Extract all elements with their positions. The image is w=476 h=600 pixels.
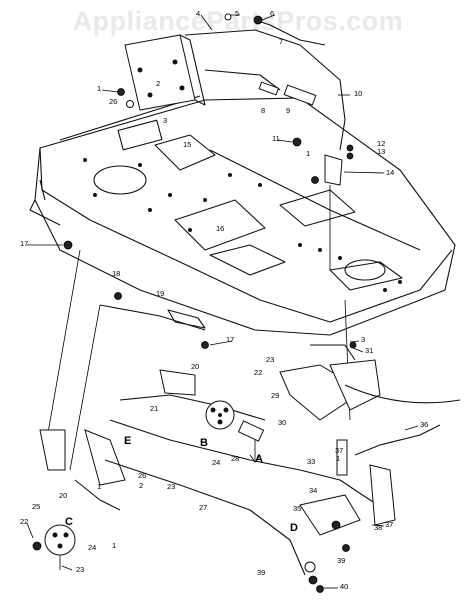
callout-12: 12 — [377, 139, 385, 148]
callout-34: 34 — [309, 486, 317, 495]
callout-5: 5 — [235, 9, 239, 18]
callout-38: 38 — [374, 523, 382, 532]
callout-40: 40 — [340, 582, 348, 591]
callout-C: C — [65, 516, 73, 528]
callout-26: 26 — [138, 471, 146, 480]
right-bracket — [279, 344, 461, 421]
hardware-nuts — [63, 13, 357, 349]
callout-D: D — [290, 522, 298, 534]
left-arm — [32, 429, 126, 570]
callout-1: 1 — [97, 482, 101, 491]
frame-holes — [83, 158, 402, 292]
callout-E: E — [124, 435, 131, 447]
callout-31: 31 — [365, 346, 373, 355]
callout-24: 24 — [212, 458, 220, 467]
callout-3: 3 — [361, 335, 365, 344]
rear-link-rod — [99, 304, 206, 331]
callout-26: 26 — [109, 97, 117, 106]
callout-15: 15 — [183, 140, 191, 149]
callout-39: 39 — [337, 556, 345, 565]
callout-19: 19 — [156, 289, 164, 298]
callout-22: 22 — [20, 517, 28, 526]
callout-11: 11 — [272, 134, 280, 143]
chassis-frame — [29, 95, 456, 336]
callout-28: 28 — [231, 454, 239, 463]
callout-A: A — [255, 453, 263, 465]
leader-lines — [26, 14, 419, 589]
right-lever — [299, 424, 441, 593]
lift-lever-rod — [184, 19, 346, 186]
callout-29: 29 — [271, 391, 279, 400]
callout-1: 1 — [306, 149, 310, 158]
callout-30: 30 — [278, 418, 286, 427]
callout-4: 4 — [196, 9, 200, 18]
callout-3: 3 — [163, 116, 167, 125]
callout-13: 13 — [377, 147, 385, 156]
callout-2: 2 — [156, 79, 160, 88]
callout-23: 23 — [76, 565, 84, 574]
callout-33: 33 — [307, 457, 315, 466]
callout-1: 1 — [97, 84, 101, 93]
callout-1: 1 — [112, 541, 116, 550]
callout-7: 7 — [279, 37, 283, 46]
callout-23: 23 — [167, 482, 175, 491]
callout-20: 20 — [59, 491, 67, 500]
callout-16: 16 — [216, 224, 224, 233]
callout-25: 25 — [32, 502, 40, 511]
callout-17: 17 — [20, 239, 28, 248]
callout-17: 17 — [226, 335, 234, 344]
callout-14: 14 — [386, 168, 394, 177]
callout-27: 27 — [199, 503, 207, 512]
callout-37: 37 — [385, 520, 393, 529]
center-pivot — [109, 369, 301, 471]
callout-6: 6 — [270, 9, 274, 18]
callout-8: 8 — [261, 106, 265, 115]
callout-10: 10 — [354, 89, 362, 98]
callout-23: 23 — [266, 355, 274, 364]
callout-1: 1 — [336, 454, 340, 463]
callout-9: 9 — [286, 106, 290, 115]
callout-18: 18 — [112, 269, 120, 278]
callout-21: 21 — [150, 404, 158, 413]
callout-2: 2 — [139, 481, 143, 490]
draw-rod — [104, 459, 306, 576]
callout-37: 37 — [335, 446, 343, 455]
callout-39: 39 — [257, 568, 265, 577]
callout-24: 24 — [88, 543, 96, 552]
callout-22: 22 — [254, 368, 262, 377]
callout-36: 36 — [420, 420, 428, 429]
mounting-plate — [124, 34, 206, 111]
callout-20: 20 — [191, 362, 199, 371]
callout-B: B — [200, 437, 208, 449]
callout-35: 35 — [293, 504, 301, 513]
